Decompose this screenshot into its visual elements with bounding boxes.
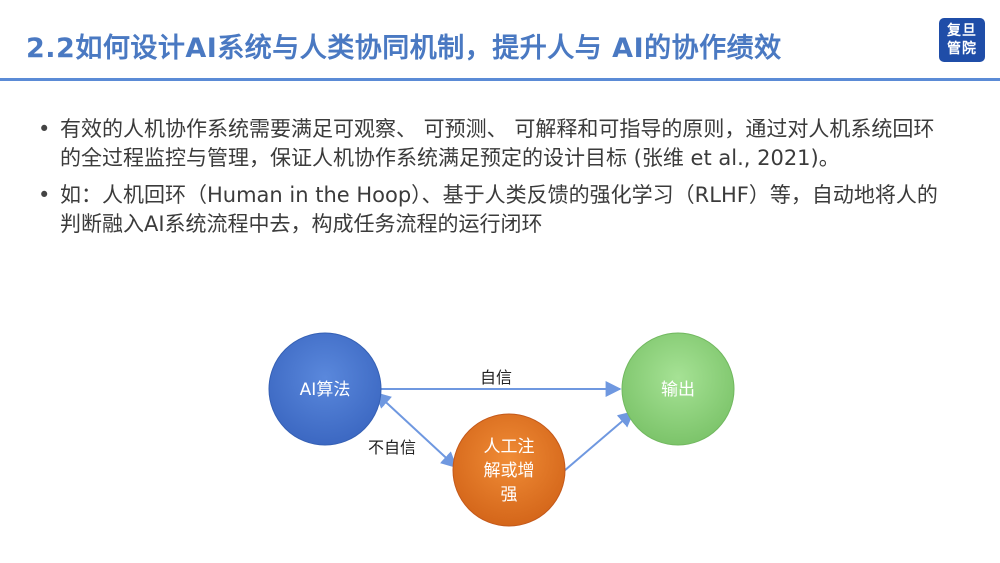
logo-line-1: 复旦 [947, 23, 977, 39]
bullet-list: 有效的人机协作系统需要满足可观察、 可预测、 可解释和可指导的原则，通过对人机系… [38, 115, 938, 247]
school-logo: 复旦 管院 [939, 18, 985, 62]
node-ai-algorithm-label: AI算法 [300, 380, 351, 400]
title-divider [0, 78, 1000, 81]
node-human-annotation [452, 413, 566, 527]
node-human-line-3: 强 [501, 485, 518, 505]
edge-label-not-confident: 不自信 [368, 438, 416, 457]
edge-algo-to-human [374, 391, 458, 469]
edge-label-confident: 自信 [480, 368, 512, 387]
logo-line-2: 管院 [947, 41, 977, 57]
node-output [621, 332, 735, 446]
bullet-item-principles: 有效的人机协作系统需要满足可观察、 可预测、 可解释和可指导的原则，通过对人机系… [38, 115, 938, 173]
node-output-label: 输出 [661, 380, 695, 400]
node-human-line-2: 解或增 [484, 461, 535, 481]
slide-title: 2.2如何设计AI系统与人类协同机制，提升人与 AI的协作绩效 [26, 33, 782, 64]
node-human-line-1: 人工注 [484, 437, 535, 457]
bullet-item-examples: 如：人机回环（Human in the Hoop）、基于人类反馈的强化学习（RL… [38, 181, 938, 239]
node-ai-algorithm [268, 332, 382, 446]
edge-human-to-output [563, 410, 635, 472]
